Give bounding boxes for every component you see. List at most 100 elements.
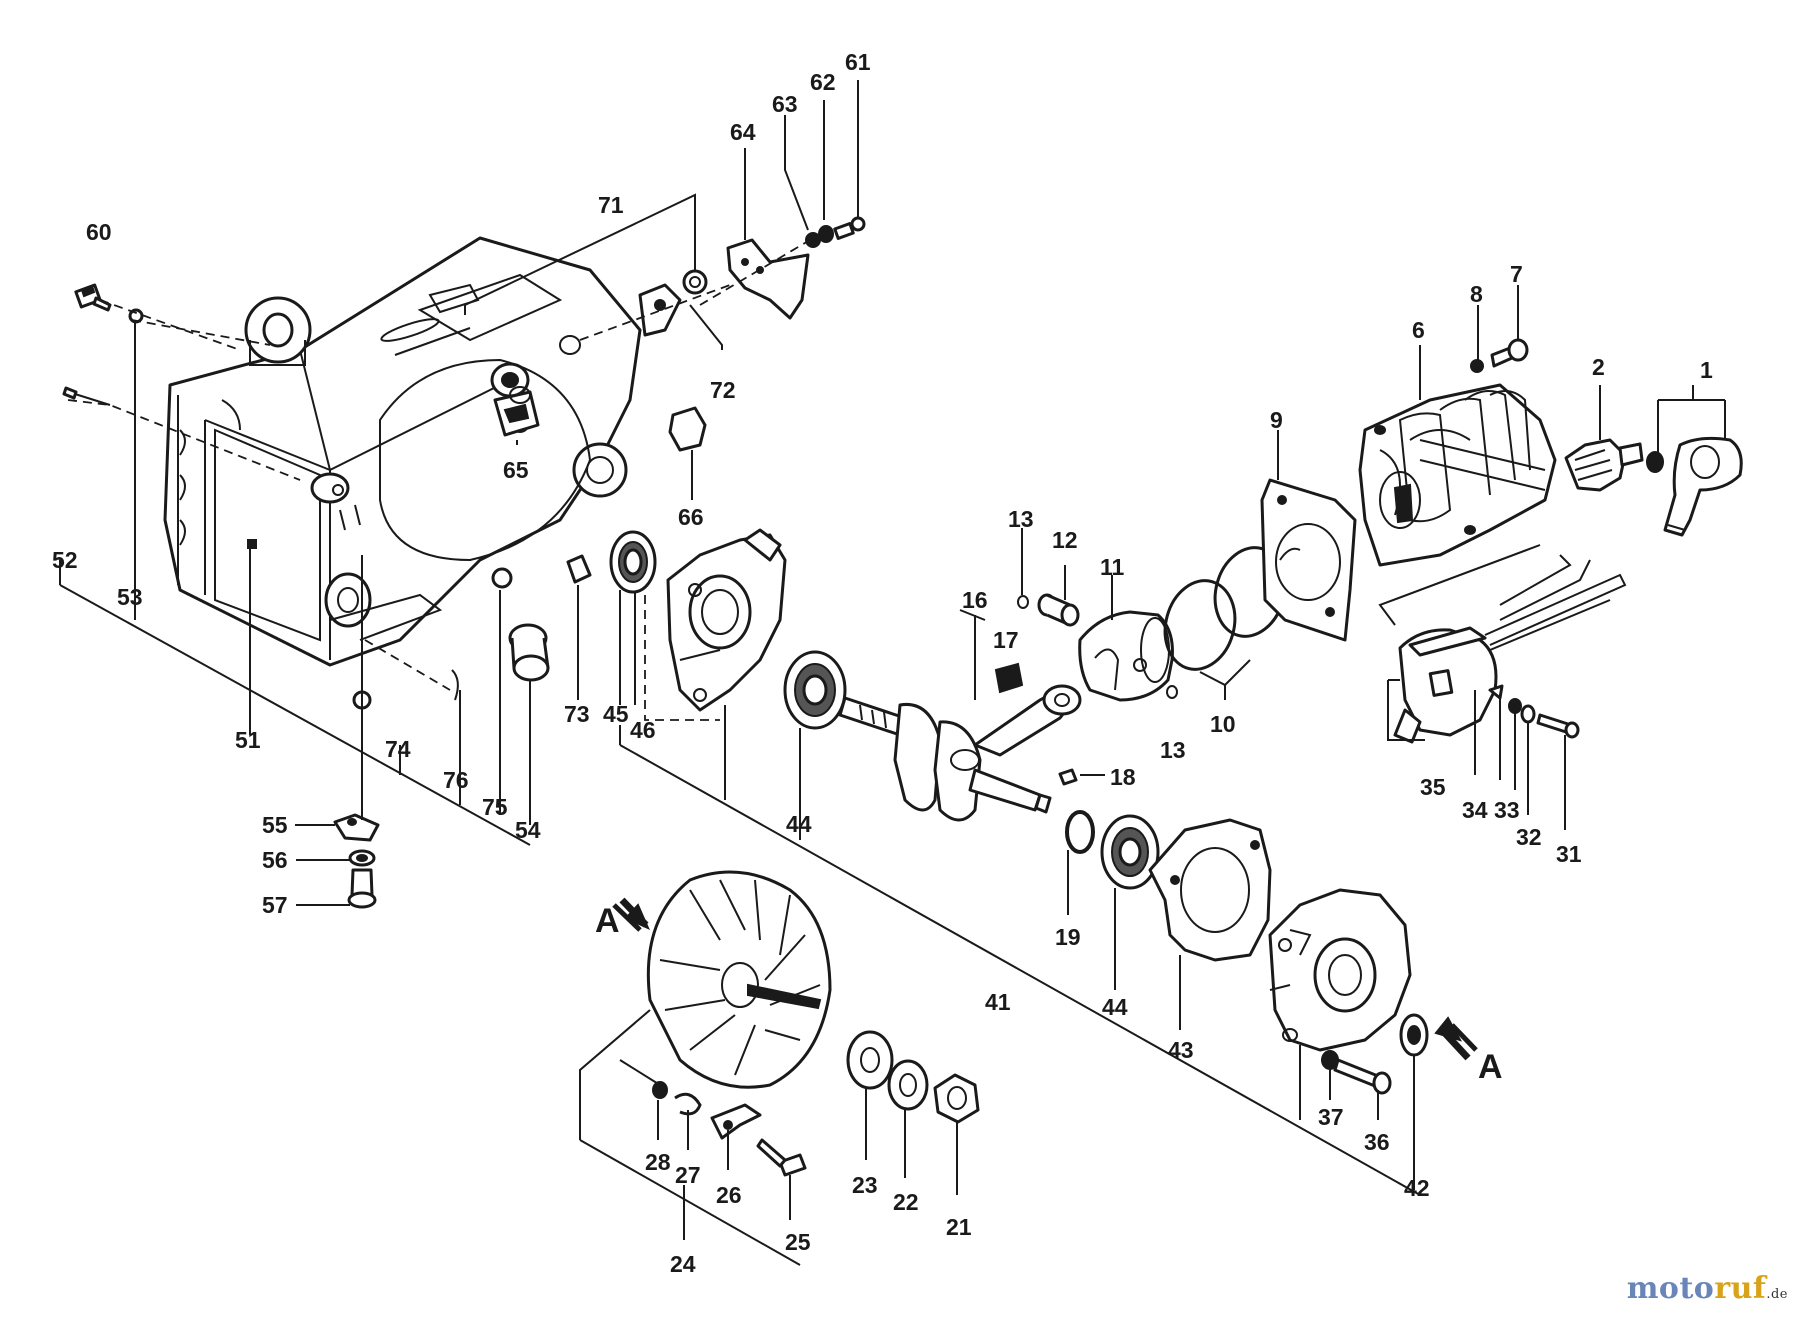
- washer-23-drawing: [846, 1030, 894, 1090]
- gasket-43-drawing: [1148, 818, 1272, 962]
- label-part-9: 9: [1270, 407, 1283, 433]
- label-part-55: 55: [262, 812, 288, 838]
- pin-75-drawing: [491, 567, 513, 589]
- bolt-36-drawing: [1333, 1058, 1392, 1095]
- label-part-11: 11: [1100, 554, 1125, 580]
- washer-71-drawing: [682, 269, 708, 295]
- label-part-61: 61: [845, 49, 871, 75]
- label-part-24: 24: [670, 1251, 696, 1277]
- label-part-74: 74: [385, 736, 411, 762]
- washer-56-drawing: [348, 849, 376, 867]
- label-part-25: 25: [785, 1229, 811, 1255]
- label-part-35: 35: [1420, 774, 1446, 800]
- label-part-17: 17: [993, 627, 1019, 653]
- label-part-16: 16: [962, 587, 988, 613]
- label-part-52: 52: [52, 547, 78, 573]
- label-part-44-right: 44: [1102, 994, 1128, 1020]
- label-part-21: 21: [946, 1214, 972, 1240]
- label-part-76: 76: [443, 767, 469, 793]
- watermark-part3: .de: [1766, 1287, 1788, 1302]
- label-part-46: 46: [630, 717, 656, 743]
- label-part-41: 41: [985, 989, 1011, 1015]
- label-part-45: 45: [603, 701, 629, 727]
- screw-7-drawing: [1490, 338, 1529, 368]
- label-part-32: 32: [1516, 824, 1542, 850]
- label-part-13-bottom: 13: [1160, 737, 1186, 763]
- cylinder-gasket-9-drawing: [1260, 478, 1357, 642]
- screw-52-drawing: [62, 386, 111, 406]
- label-part-51: 51: [235, 727, 261, 753]
- bracket-64-drawing: [726, 238, 810, 320]
- watermark-logo: motoruf.de: [1627, 1271, 1788, 1306]
- arrow-a-left: [612, 897, 650, 932]
- label-part-60: 60: [86, 219, 112, 245]
- key-18-drawing: [1058, 768, 1078, 786]
- part-73-drawing: [566, 554, 592, 584]
- label-part-64: 64: [730, 119, 756, 145]
- label-part-53: 53: [117, 584, 143, 610]
- washer-8-drawing: [1470, 359, 1484, 373]
- plate-55-drawing: [333, 813, 380, 842]
- crankcase-housing-drawing: [163, 236, 642, 667]
- label-part-44-left: 44: [786, 811, 812, 837]
- spring-washer-22-drawing: [887, 1059, 929, 1111]
- parts-31-34-drawing: [1488, 684, 1580, 739]
- label-part-72: 72: [710, 377, 736, 403]
- label-part-18: 18: [1110, 764, 1136, 790]
- sleeve-54-drawing: [508, 623, 550, 682]
- label-part-13-top: 13: [1008, 506, 1034, 532]
- flywheel-24-drawing: [646, 870, 832, 1089]
- label-part-22: 22: [893, 1189, 919, 1215]
- label-part-37: 37: [1318, 1104, 1344, 1130]
- part-labels: 1 2 6 7 8 9 10 11 12 13 13 16 17 18 19 2…: [52, 49, 1713, 1277]
- fasteners-61-63-drawing: [805, 216, 866, 248]
- label-part-27: 27: [675, 1162, 701, 1188]
- screw-25-drawing: [756, 1138, 807, 1177]
- label-part-2: 2: [1592, 354, 1605, 380]
- bolt-57-drawing: [347, 868, 377, 909]
- arrow-a-right-label: A: [1478, 1048, 1503, 1086]
- nut-21-drawing: [933, 1073, 980, 1124]
- label-part-19: 19: [1055, 924, 1081, 950]
- ignition-coil-65-drawing: [493, 386, 540, 437]
- seal-42-drawing: [1399, 1013, 1429, 1057]
- label-part-6: 6: [1412, 317, 1425, 343]
- pawl-26-drawing: [710, 1103, 762, 1140]
- crankshaft-16-drawing: [838, 684, 1082, 822]
- leader-lines: [59, 80, 1726, 1266]
- spark-plug-boot-1-drawing: [1646, 436, 1743, 537]
- label-part-57: 57: [262, 892, 288, 918]
- arrow-a-left-label: A: [595, 902, 620, 940]
- bearing-44-left-drawing: [783, 650, 847, 730]
- cover-35-drawing: [1378, 544, 1627, 744]
- cylinder-6-drawing: [1358, 383, 1557, 567]
- bearing-housing-46-drawing: [666, 528, 787, 712]
- seal-45-drawing: [609, 530, 657, 594]
- bearing-44-right-drawing: [1100, 814, 1160, 890]
- label-part-1: 1: [1700, 357, 1713, 383]
- label-part-66: 66: [678, 504, 704, 530]
- label-part-56: 56: [262, 847, 288, 873]
- label-part-33: 33: [1494, 797, 1520, 823]
- watermark-part2: ruf: [1714, 1271, 1767, 1306]
- label-part-28: 28: [645, 1149, 671, 1175]
- housing-42-drawing: [1268, 888, 1412, 1052]
- label-part-71: 71: [598, 192, 624, 218]
- piston-11-drawing: [1078, 610, 1174, 702]
- label-part-54: 54: [515, 817, 541, 843]
- bolt-60-drawing: [74, 283, 112, 312]
- clip-66-drawing: [668, 406, 707, 452]
- nut-28-drawing: [652, 1081, 668, 1099]
- seal-19-drawing: [1065, 810, 1095, 854]
- bracket-72-drawing: [638, 283, 682, 337]
- label-part-23: 23: [852, 1172, 878, 1198]
- label-part-73: 73: [564, 701, 590, 727]
- label-part-26: 26: [716, 1182, 742, 1208]
- clip-76-drawing: [451, 669, 459, 701]
- label-part-31: 31: [1556, 841, 1582, 867]
- label-part-63: 63: [772, 91, 798, 117]
- arrow-a-right: [1434, 1016, 1478, 1061]
- label-part-42: 42: [1404, 1175, 1430, 1201]
- watermark-part1: moto: [1626, 1271, 1715, 1306]
